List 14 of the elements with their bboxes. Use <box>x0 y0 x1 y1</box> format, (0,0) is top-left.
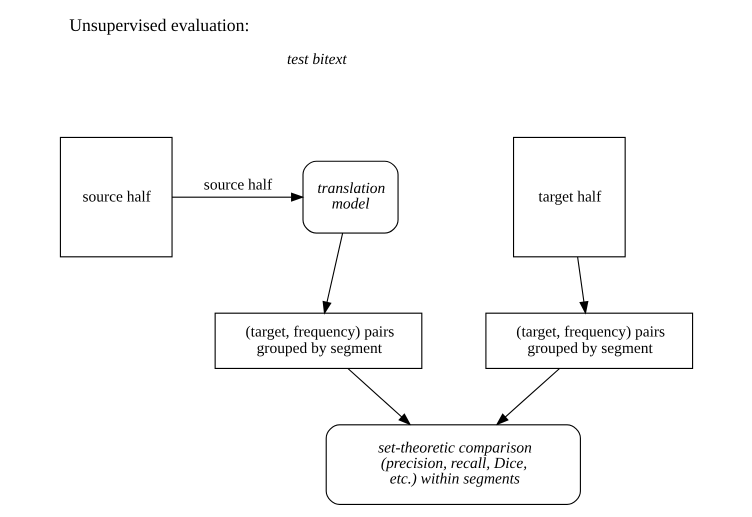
node-box: (target, frequency) pairs grouped by segment <box>484 312 693 370</box>
label: test bitext <box>286 51 346 68</box>
node-box: set-theoretic comparison (precision, recall, Dice, etc.) within segments <box>325 424 580 505</box>
arrow <box>322 233 343 315</box>
node-box: translation model <box>302 160 398 234</box>
arrow <box>495 368 560 426</box>
node-box: (target, frequency) pairs grouped by segment <box>214 312 422 370</box>
arrow <box>172 192 304 202</box>
diagram-title: Unsupervised evaluation: <box>68 15 249 36</box>
arrow <box>347 368 411 426</box>
arrow <box>576 256 588 315</box>
node-box: source half <box>59 136 172 258</box>
node-box: target half <box>512 136 626 258</box>
edge-label: source half <box>203 176 272 194</box>
